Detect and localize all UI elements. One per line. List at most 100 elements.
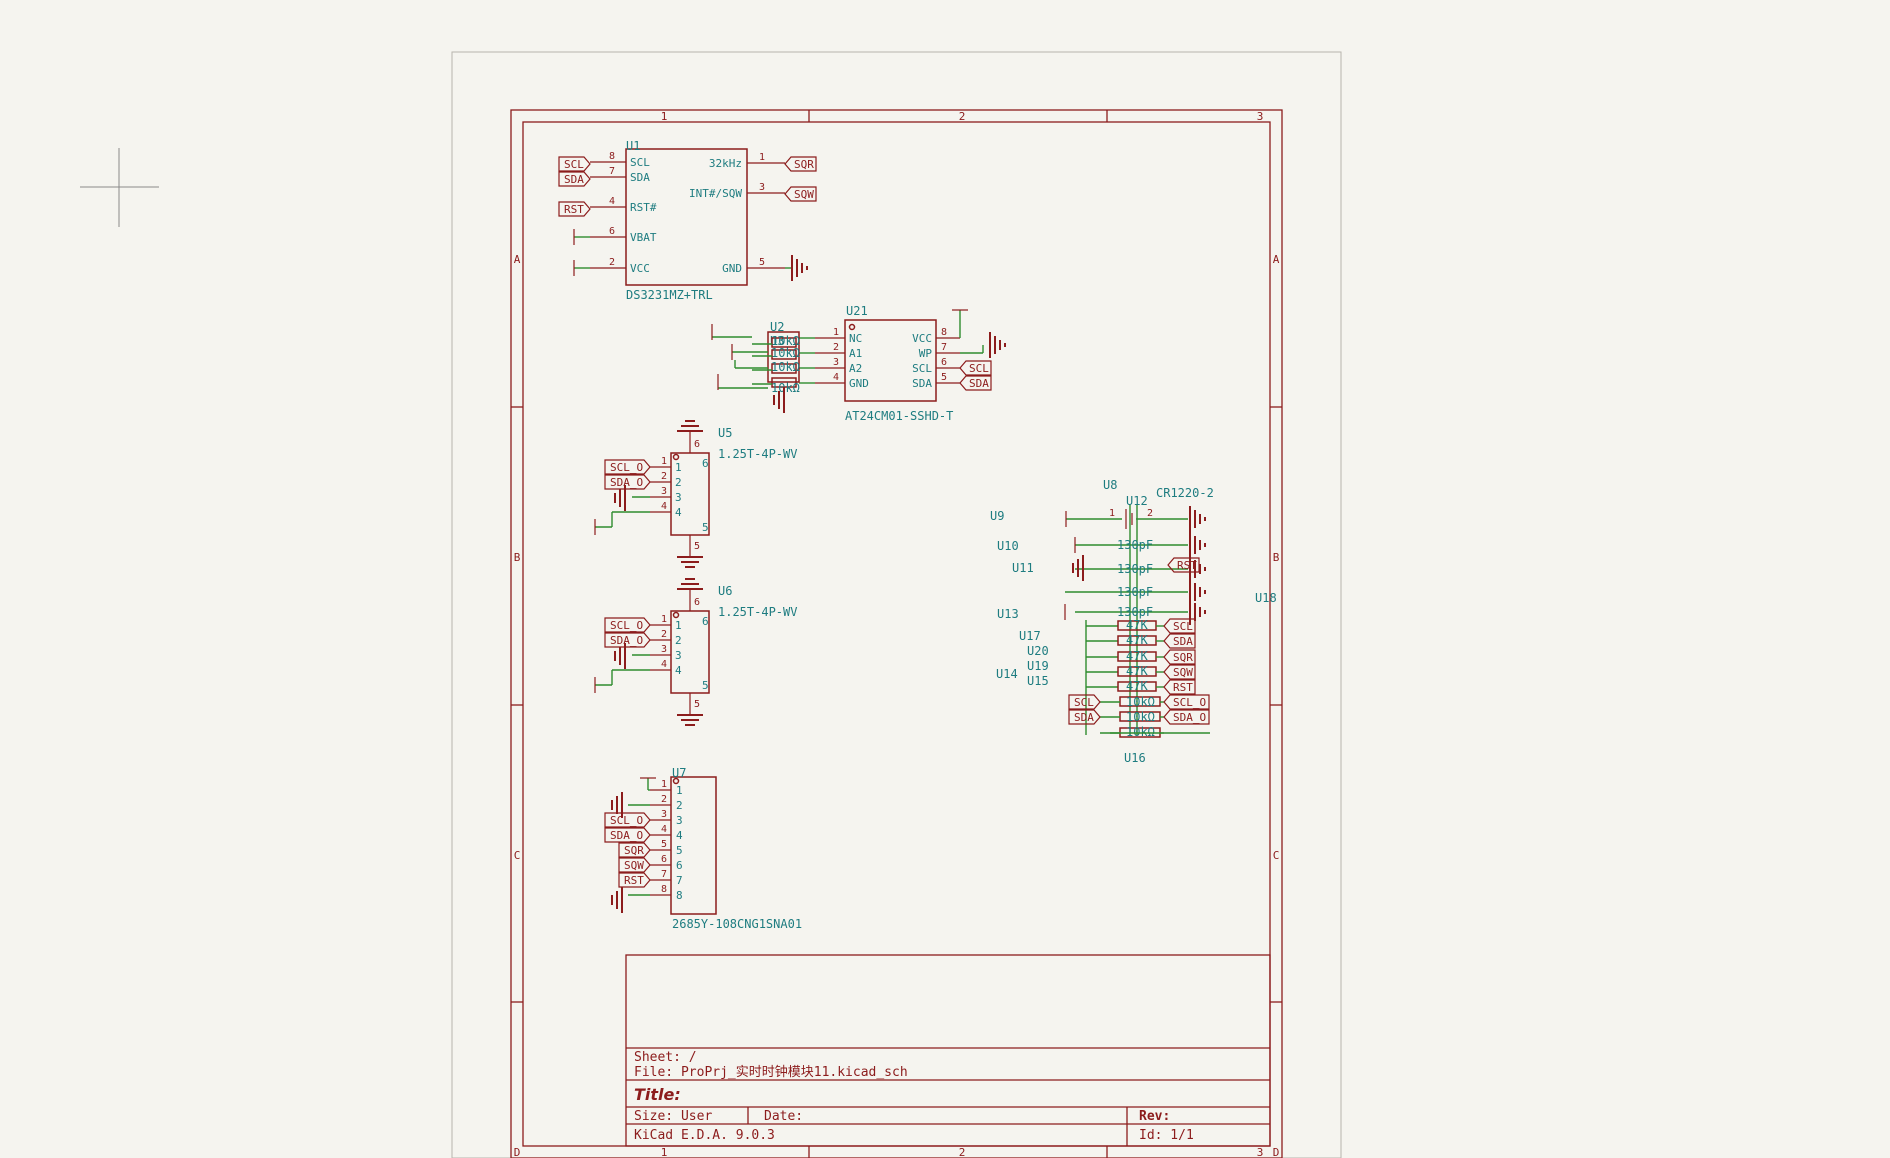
u1-pin-name: VCC: [630, 262, 650, 275]
u21-pin-number: 6: [941, 357, 947, 368]
net-label-sda[interactable]: SDA: [959, 375, 992, 391]
net-label-scl[interactable]: SCL: [959, 360, 992, 376]
cluster-ref-u13: U13: [997, 607, 1019, 621]
ground-symbol: [611, 792, 623, 818]
title-block-date: Date:: [764, 1109, 803, 1124]
cluster-ref-u19: U19: [1027, 659, 1049, 673]
u1-pin-number: 5: [759, 257, 765, 268]
u5-value: 1.25T-4P-WV: [718, 447, 797, 461]
net-label-scl_o[interactable]: SCL_O: [604, 617, 651, 633]
u7-pin-number: 2: [661, 794, 667, 805]
net-label-sda_o[interactable]: SDA_O: [604, 632, 651, 648]
net-label-outline: [1167, 557, 1200, 573]
net-label-outline: [784, 186, 817, 202]
u5-pin-number: 1: [661, 456, 667, 467]
zone-left-A: A: [514, 253, 521, 266]
net-label-text: SDA_O: [1173, 711, 1206, 724]
net-label-text: SCL_O: [610, 461, 643, 474]
u1-pin-number: 1: [759, 152, 765, 163]
net-label-sda[interactable]: SDA: [1068, 709, 1101, 725]
pullup-value: 47K: [1126, 679, 1148, 693]
net-label-rst[interactable]: RST: [1167, 557, 1200, 573]
u1-pin-name: SCL: [630, 156, 650, 169]
net-label-text: RST: [564, 203, 584, 216]
capacitor-value: 130pF: [1117, 585, 1153, 599]
net-label-text: SDA: [564, 173, 584, 186]
title-block[interactable]: Sheet: / File: ProPrj_实时时钟模块11.kicad_sch…: [625, 954, 1271, 1147]
net-label-outline: [618, 842, 651, 858]
net-label-scl[interactable]: SCL: [1163, 618, 1196, 634]
u6-pin-number: 1: [661, 614, 667, 625]
net-label-outline: [558, 171, 591, 187]
ground-symbol: [1189, 506, 1206, 532]
net-label-text: SCL_O: [610, 619, 643, 632]
net-label-scl_o[interactable]: SCL_O: [604, 812, 651, 828]
net-label-sqw[interactable]: SQW: [784, 186, 817, 202]
net-label-text: SQR: [1173, 651, 1193, 664]
u7-pin-number: 4: [661, 824, 667, 835]
u21-pin-number: 3: [833, 357, 839, 368]
cluster-ref-u10: U10: [997, 539, 1019, 553]
u1-pin-number: 4: [609, 196, 615, 207]
net-label-sda-o[interactable]: SDA_O: [1163, 709, 1210, 725]
net-label-text: SDA_O: [610, 829, 643, 842]
u5-pin-number: 4: [661, 501, 667, 512]
u2-ref: U2: [770, 320, 784, 334]
net-label-sqr[interactable]: SQR: [1163, 649, 1196, 665]
u7-pin-name: 6: [676, 859, 683, 872]
ground-symbol: [611, 887, 623, 913]
net-label-text: SQR: [794, 158, 814, 171]
u5-mount-number: 5: [694, 541, 700, 552]
pullup-value: 47K: [1126, 633, 1148, 647]
net-label-scl-o[interactable]: SCL_O: [1163, 694, 1210, 710]
net-label-sqr[interactable]: SQR: [618, 842, 651, 858]
zone-right-B: B: [1273, 551, 1280, 564]
u21-pin-name: NC: [849, 332, 862, 345]
u21-pin-name: A1: [849, 347, 862, 360]
net-label-rst[interactable]: RST: [618, 872, 651, 888]
net-label-scl[interactable]: SCL: [1068, 694, 1101, 710]
title-block-id: Id: 1/1: [1139, 1128, 1194, 1143]
u7-pin-number: 3: [661, 809, 667, 820]
page-outline: [451, 51, 1342, 1158]
u12-ref: U12: [1126, 494, 1148, 508]
net-label-rst[interactable]: RST: [558, 201, 591, 217]
u6-mount-number: 5: [694, 699, 700, 710]
net-label-sda_o[interactable]: SDA_O: [604, 474, 651, 490]
net-label-sqr[interactable]: SQR: [784, 156, 817, 172]
net-label-scl_o[interactable]: SCL_O: [604, 459, 651, 475]
title-block-file: File: ProPrj_实时时钟模块11.kicad_sch: [634, 1064, 908, 1080]
net-label-text: SDA_O: [610, 476, 643, 489]
net-label-rst[interactable]: RST: [1163, 679, 1196, 695]
cluster-ref-u14: U14: [996, 667, 1018, 681]
net-label-outline: [604, 812, 651, 828]
net-label-text: SCL_O: [1173, 696, 1206, 709]
net-label-sda[interactable]: SDA: [558, 171, 591, 187]
u2-resistor-value: 10kΩ: [771, 346, 800, 360]
net-label-text: SCL: [969, 362, 989, 375]
net-label-text: SQW: [794, 188, 814, 201]
u2-resistor-body: [771, 363, 797, 374]
u6-pin-number: 3: [661, 644, 667, 655]
net-label-scl[interactable]: SCL: [558, 156, 591, 172]
u21-pin-name: GND: [849, 377, 869, 390]
net-label-sqw[interactable]: SQW: [618, 857, 651, 873]
u7-pin-name: 1: [676, 784, 683, 797]
series-resistor-value: 10kΩ: [1126, 710, 1155, 724]
net-label-text: SQW: [1173, 666, 1193, 679]
net-label-sqw[interactable]: SQW: [1163, 664, 1196, 680]
net-label-sda[interactable]: SDA: [1163, 633, 1196, 649]
u7-pin-name: 7: [676, 874, 683, 887]
net-label-sda_o[interactable]: SDA_O: [604, 827, 651, 843]
u2-resistor-value: 10kΩ: [771, 334, 800, 348]
u6-mount-number: 6: [694, 597, 700, 608]
